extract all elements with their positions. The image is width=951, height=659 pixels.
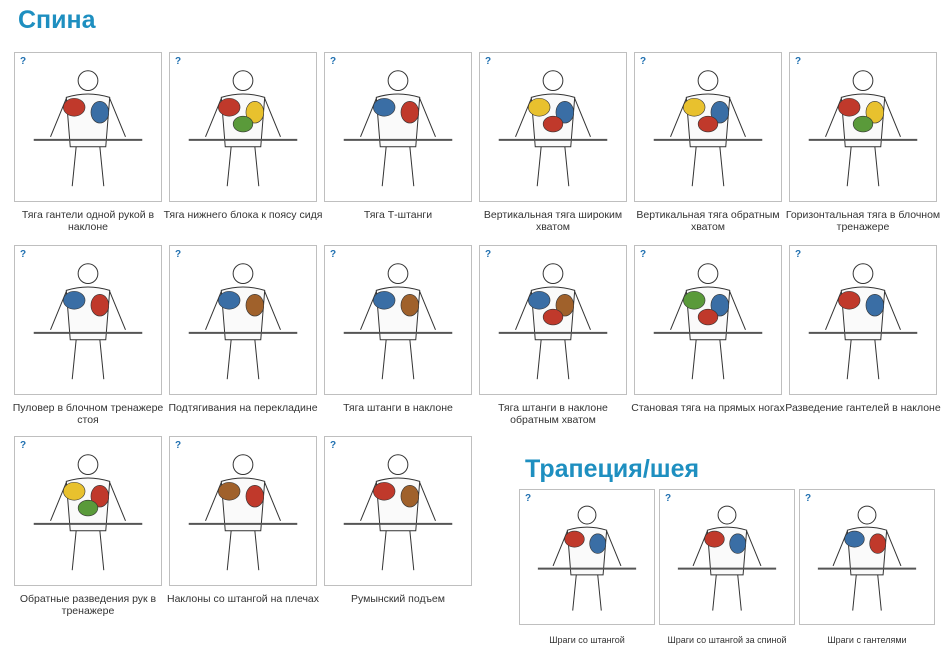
help-icon[interactable]: ?: [640, 249, 647, 260]
help-icon[interactable]: ?: [175, 249, 182, 260]
help-icon[interactable]: ?: [525, 493, 532, 504]
exercise-illustration[interactable]: ?: [14, 52, 162, 202]
exercise-caption: Тяга Т-штанги: [363, 209, 433, 221]
help-icon[interactable]: ?: [485, 56, 492, 67]
exercise-illustration[interactable]: ?: [479, 245, 627, 395]
exercise-caption: Шраги со штангой: [549, 635, 625, 645]
exercise-caption: Шраги с гантелями: [827, 635, 907, 645]
help-icon[interactable]: ?: [20, 440, 27, 451]
section-title-back: Спина: [18, 6, 96, 34]
exercise-caption: Горизонтальная тяга в блочном тренажере: [785, 209, 941, 233]
exercise-caption: Становая тяга на прямых ногах: [631, 402, 785, 414]
exercise-illustration[interactable]: ?: [789, 52, 937, 202]
exercise-caption: Разведение гантелей в наклоне: [785, 402, 941, 414]
help-icon[interactable]: ?: [20, 249, 27, 260]
exercise-illustration[interactable]: ?: [519, 489, 655, 625]
help-icon[interactable]: ?: [330, 440, 337, 451]
exercise-illustration[interactable]: ?: [14, 436, 162, 586]
exercise-caption: Пуловер в блочном тренажере стоя: [12, 402, 164, 426]
exercise-illustration[interactable]: ?: [324, 436, 472, 586]
help-icon[interactable]: ?: [175, 56, 182, 67]
exercise-illustration[interactable]: ?: [799, 489, 935, 625]
exercise-illustration[interactable]: ?: [479, 52, 627, 202]
help-icon[interactable]: ?: [795, 56, 802, 67]
exercise-illustration[interactable]: ?: [789, 245, 937, 395]
exercise-caption: Тяга штанги в наклоне: [343, 402, 453, 414]
help-icon[interactable]: ?: [330, 249, 337, 260]
exercise-illustration[interactable]: ?: [169, 245, 317, 395]
help-icon[interactable]: ?: [665, 493, 672, 504]
exercise-caption: Вертикальная тяга обратным хватом: [636, 209, 780, 233]
exercise-caption: Румынский подъем: [350, 593, 445, 605]
exercise-caption: Обратные разведения рук в тренажере: [19, 593, 157, 617]
help-icon[interactable]: ?: [485, 249, 492, 260]
exercise-illustration[interactable]: ?: [634, 52, 782, 202]
exercise-caption: Тяга гантели одной рукой в наклоне: [21, 209, 155, 233]
help-icon[interactable]: ?: [805, 493, 812, 504]
help-icon[interactable]: ?: [795, 249, 802, 260]
exercise-caption: Тяга штанги в наклоне обратным хватом: [498, 402, 608, 426]
exercise-illustration[interactable]: ?: [324, 245, 472, 395]
help-icon[interactable]: ?: [330, 56, 337, 67]
exercise-caption: Наклоны со штангой на плечах: [167, 593, 319, 605]
help-icon[interactable]: ?: [20, 56, 27, 67]
exercise-illustration[interactable]: ?: [14, 245, 162, 395]
exercise-caption: Вертикальная тяга широким хватом: [483, 209, 623, 233]
exercise-caption: Шраги со штангой за спиной: [667, 635, 787, 645]
exercise-illustration[interactable]: ?: [169, 436, 317, 586]
section-title-trapezius: Трапеция/шея: [525, 455, 700, 483]
exercise-illustration[interactable]: ?: [324, 52, 472, 202]
exercise-illustration[interactable]: ?: [169, 52, 317, 202]
exercise-caption: Тяга нижнего блока к поясу сидя: [163, 209, 323, 221]
exercise-illustration[interactable]: ?: [634, 245, 782, 395]
help-icon[interactable]: ?: [640, 56, 647, 67]
exercise-caption: Подтягивания на перекладине: [168, 402, 318, 414]
help-icon[interactable]: ?: [175, 440, 182, 451]
exercise-illustration[interactable]: ?: [659, 489, 795, 625]
